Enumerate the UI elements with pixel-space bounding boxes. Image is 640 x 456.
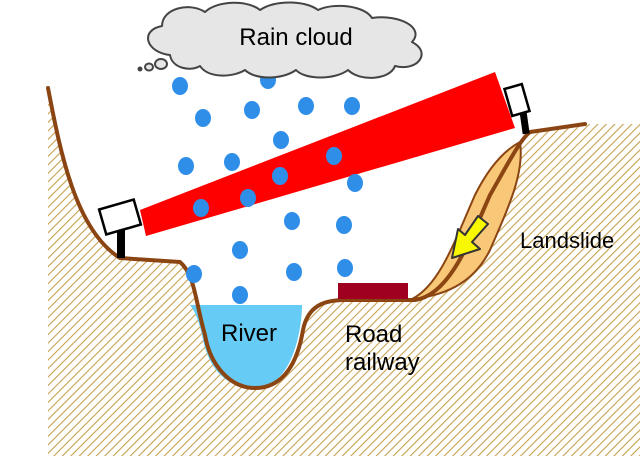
right-radar-station (502, 82, 532, 135)
cloud-puff-tiny (137, 66, 143, 72)
cloud-puff-smaller (144, 62, 154, 72)
ground-cross-section (48, 88, 640, 456)
rain-cloud-label: Rain cloud (239, 24, 352, 51)
rain-cloud (137, 1, 423, 79)
left-radar-station (97, 197, 143, 258)
landslide-arrow (451, 215, 489, 259)
river-label: River (221, 320, 277, 347)
road-label: Road (345, 321, 402, 348)
railway-label: railway (345, 349, 420, 376)
cloud-puff-small (154, 58, 168, 70)
landslide-label: Landslide (520, 228, 614, 253)
road-railway (338, 283, 408, 299)
